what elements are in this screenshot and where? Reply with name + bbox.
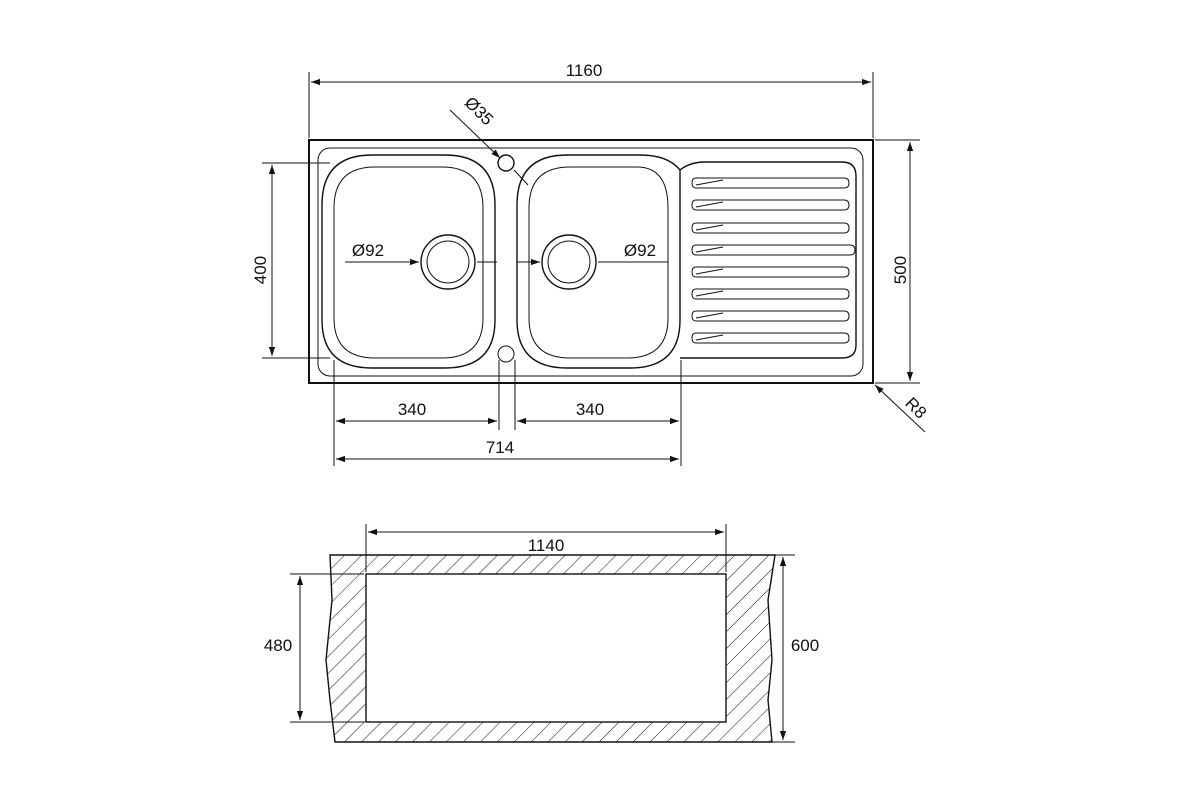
drainer-board xyxy=(679,161,857,359)
dim-cabinet-depth: 600 xyxy=(770,554,819,743)
dim-drain-left: Ø92 xyxy=(345,241,497,266)
dim-overall-depth: 500 xyxy=(875,139,920,384)
tap-hole xyxy=(497,154,515,172)
cabinet-depth-label: 600 xyxy=(791,636,819,655)
bowl-depth-label: 400 xyxy=(251,256,270,284)
dim-overall-width: 1160 xyxy=(308,61,874,138)
cutout-width-label: 1140 xyxy=(528,536,565,555)
overflow-hole xyxy=(497,345,515,363)
dim-corner-radius: R8 xyxy=(874,384,930,433)
dim-drain-right: Ø92 xyxy=(517,241,668,266)
countertop-cutout-view: 1140 480 600 xyxy=(264,524,819,743)
bowl-right-width-label: 340 xyxy=(576,400,604,419)
drainer-ribs xyxy=(691,177,856,344)
left-bowl xyxy=(321,154,496,369)
dim-cutout-depth: 480 xyxy=(264,573,364,723)
sink-top-view: 1160 500 400 Ø35 Ø92 xyxy=(251,61,930,466)
countertop-hatching xyxy=(326,555,775,742)
cutout-opening xyxy=(365,573,727,723)
dim-bowls-total: 714 xyxy=(336,438,679,463)
drain-right xyxy=(541,234,597,290)
dim-bowl-widths: 340 340 xyxy=(333,360,682,466)
sink-outline xyxy=(308,139,874,384)
bowl-left-width-label: 340 xyxy=(398,400,426,419)
dim-cutout-width: 1140 xyxy=(365,524,727,572)
drain-left xyxy=(420,234,476,290)
overall-depth-label: 500 xyxy=(891,256,910,284)
corner-radius-label: R8 xyxy=(901,394,930,423)
overall-width-label: 1160 xyxy=(566,61,603,80)
sink-rim-inner xyxy=(317,147,864,377)
countertop-outline xyxy=(325,554,776,743)
right-bowl xyxy=(516,154,681,369)
drain-right-label: Ø92 xyxy=(624,241,656,260)
dim-bowl-depth: 400 xyxy=(251,162,330,359)
bowls-total-width-label: 714 xyxy=(486,438,514,457)
tap-hole-label: Ø35 xyxy=(461,93,497,129)
cutout-depth-label: 480 xyxy=(264,636,292,655)
drain-left-label: Ø92 xyxy=(352,241,384,260)
